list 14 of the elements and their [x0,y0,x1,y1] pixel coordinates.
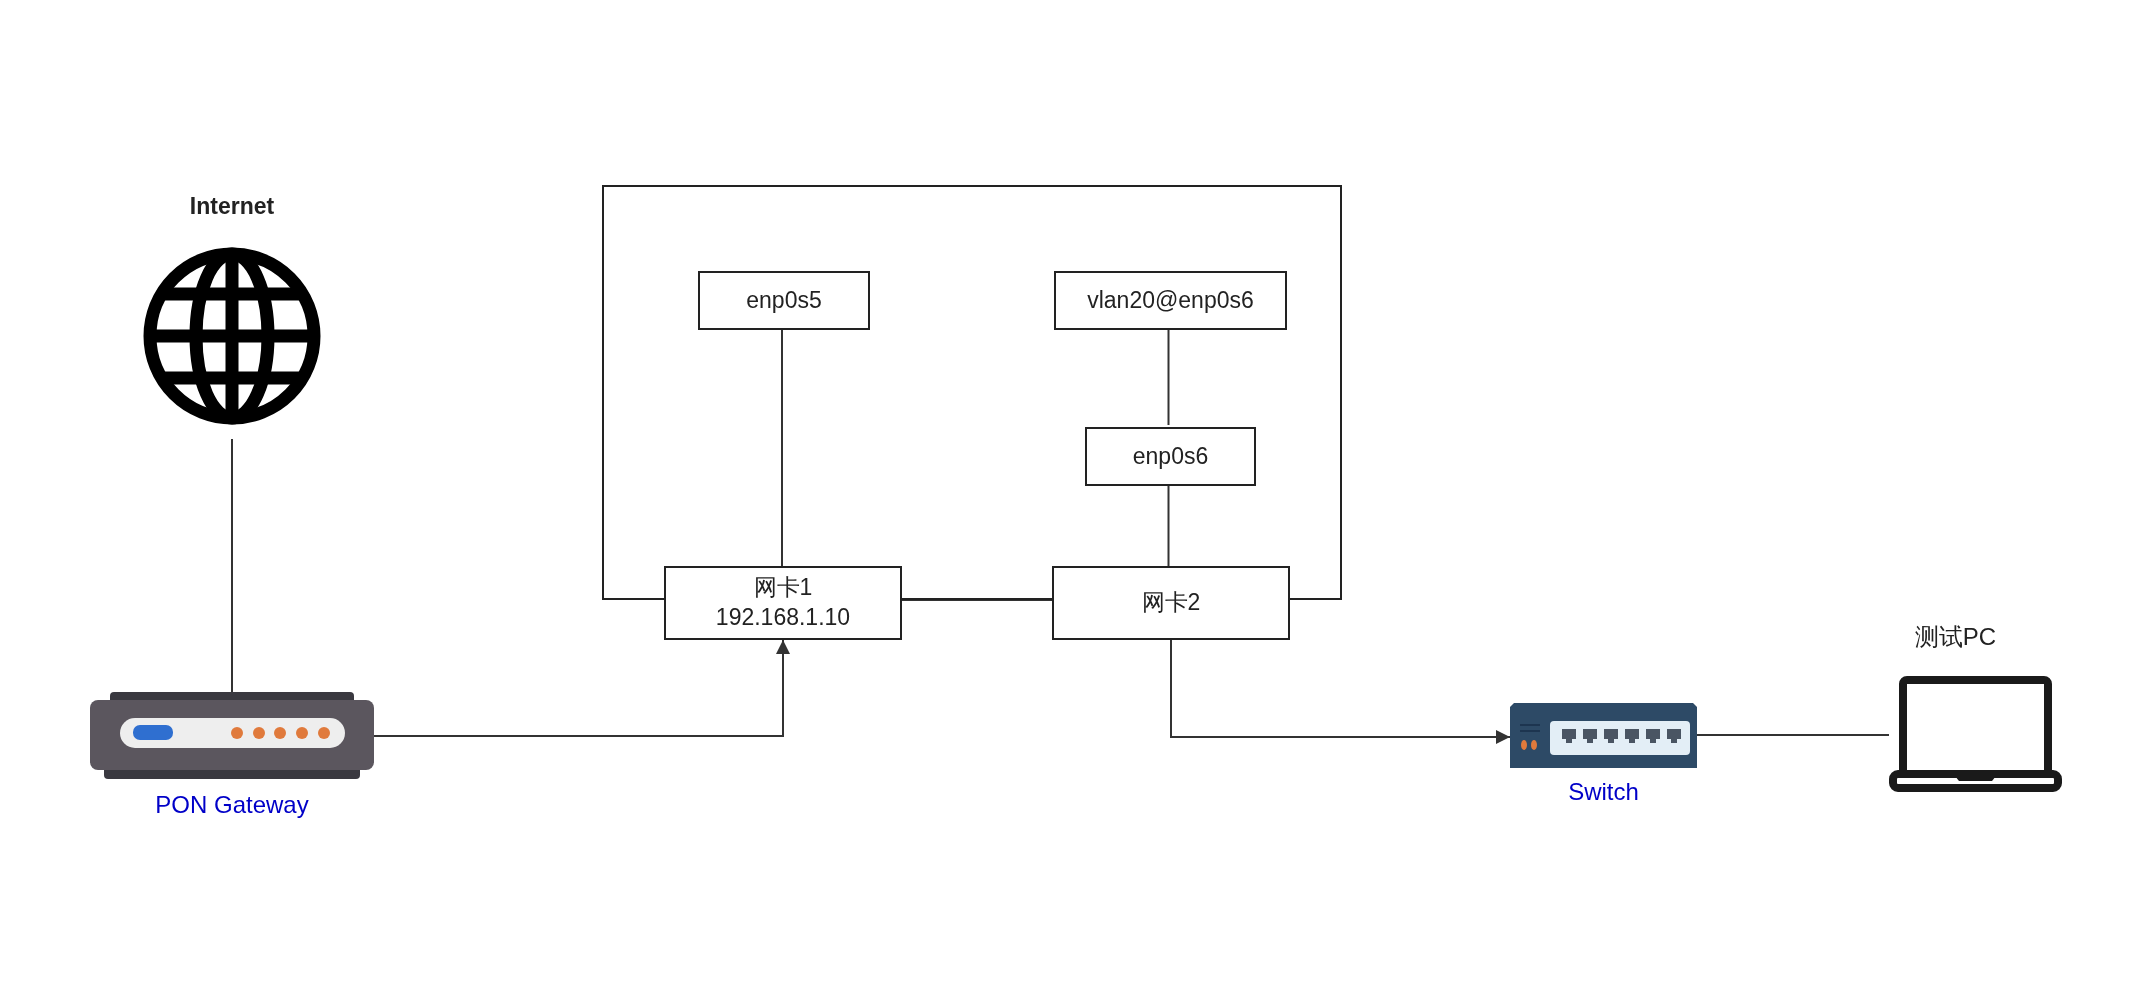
interface-box: vlan20@enp0s6 [1054,271,1287,330]
interface-box: 网卡1 192.168.1.10 [664,566,902,640]
connector-line [231,438,233,693]
connector-line [1696,734,1890,736]
arrow [1170,639,1511,744]
interface-box: 网卡2 [1052,566,1290,640]
node-label: 测试PC [1914,625,1997,649]
node-label: Switch [1568,780,1639,804]
node-label: Internet [189,195,275,218]
connector-line [901,599,1053,601]
interface-box: enp0s6 [1085,427,1256,486]
interface-box: enp0s5 [698,271,870,330]
node-label: PON Gateway [155,793,309,817]
arrow [373,639,790,737]
